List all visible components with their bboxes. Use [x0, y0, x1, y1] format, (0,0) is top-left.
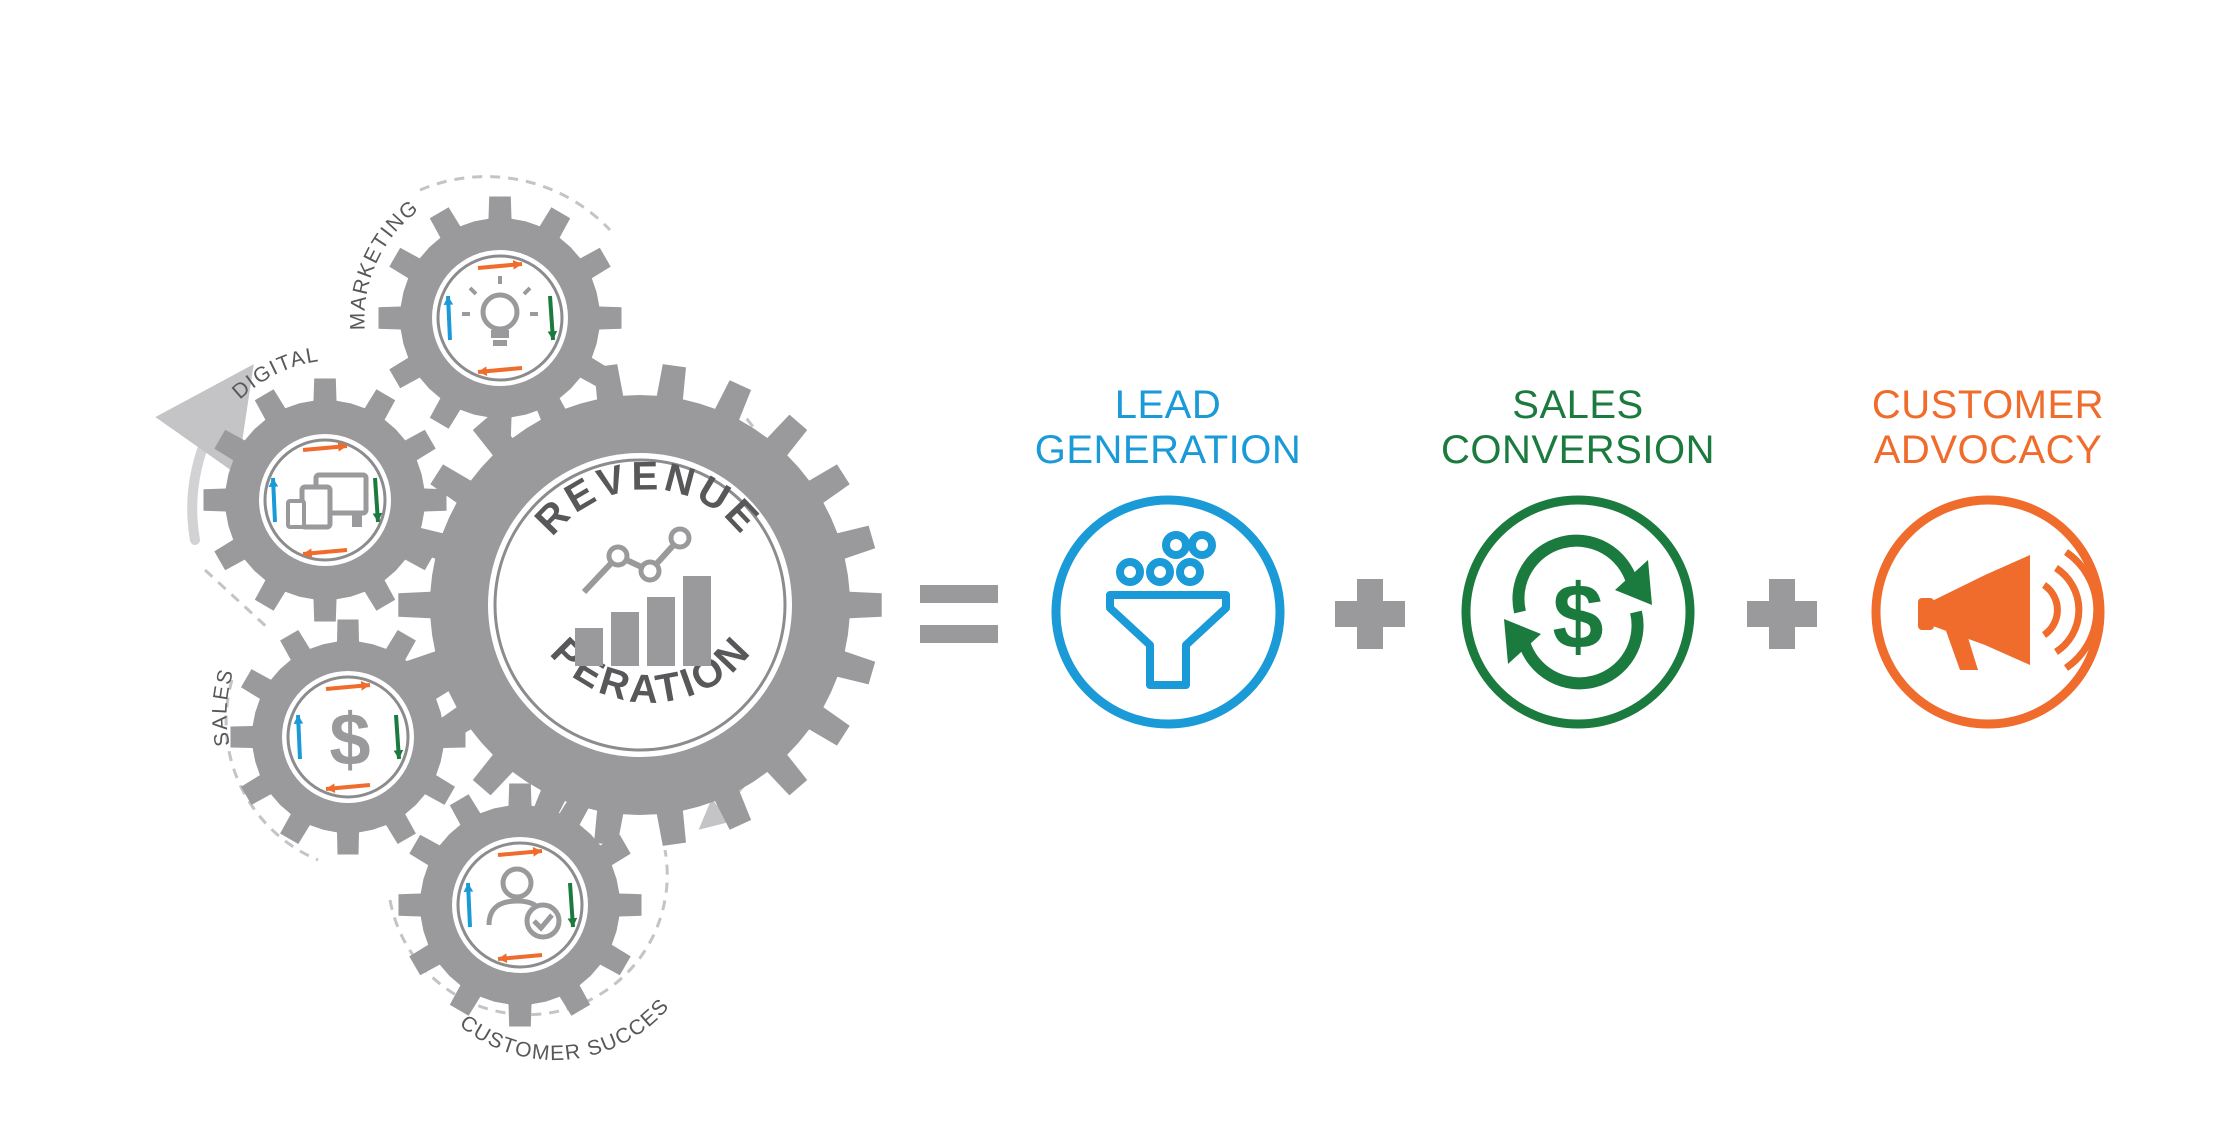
- cycle-arrow-bottom-head: [326, 783, 336, 793]
- gear-digital-inner-ring: [263, 438, 387, 562]
- gear-customer-success-center: [452, 837, 588, 973]
- svg-text:$: $: [1552, 566, 1603, 668]
- gear-revenue-operations: [398, 364, 882, 846]
- plus-sign-2: [1747, 579, 1817, 649]
- cycle-arrow-right-head: [393, 749, 404, 759]
- loop-digital-lower: [203, 568, 272, 632]
- loop-customer-success: [388, 849, 669, 1017]
- dollar-icon: $: [329, 698, 370, 781]
- sales-conversion-line1: SALES: [1512, 383, 1643, 427]
- funnel-icon: [1106, 531, 1230, 689]
- customer-advocacy-line2: ADVOCACY: [1874, 428, 2103, 472]
- capability-sales-conversion: SALES CONVERSION $: [1441, 383, 1715, 729]
- plus-sign-1: [1335, 579, 1405, 649]
- gear-marketing: [378, 196, 622, 440]
- cycle-arrow-left-head: [268, 478, 279, 487]
- megaphone-icon: [1918, 549, 2101, 671]
- line-bar-chart-icon: [575, 526, 711, 666]
- gear-sales-inner-ring: [286, 675, 410, 799]
- lead-generation-line1: LEAD: [1115, 383, 1222, 427]
- cycle-arrow-bottom-head: [478, 366, 488, 376]
- dollar-cycle-icon: $: [1504, 534, 1652, 690]
- gear-sales-center: [282, 671, 414, 803]
- cycle-arrow-top-head: [337, 442, 347, 452]
- gear-customer-success-inner-ring: [456, 841, 584, 969]
- lead-generation-ring: [1051, 495, 1285, 729]
- gear-revenue-operations-inner-ring: [493, 458, 787, 752]
- gear-sales: [230, 619, 466, 855]
- cycle-arrow-right-head: [547, 330, 558, 340]
- cycle-arrow-right-head: [372, 512, 383, 522]
- lightbulb-icon: [462, 276, 538, 346]
- loop-digital: [155, 364, 254, 545]
- cycle-arrow-top-head: [512, 260, 522, 270]
- customer-advocacy-line1: CUSTOMER: [1872, 383, 2104, 427]
- capability-customer-advocacy: CUSTOMER ADVOCACY: [1871, 383, 2105, 729]
- gear-marketing-inner-ring: [436, 254, 564, 382]
- user-check-icon: [486, 866, 562, 940]
- cycle-arrow-right-head: [567, 917, 578, 927]
- devices-icon: [286, 472, 369, 530]
- gear-marketing-center: [432, 250, 568, 386]
- cycle-arrow-top-head: [532, 847, 542, 857]
- cycle-arrow-top-head: [360, 681, 370, 691]
- cycle-arrow-left-head: [443, 296, 454, 305]
- cycle-arrow-bottom-head: [303, 548, 313, 558]
- lead-generation-line2: GENERATION: [1035, 428, 1302, 472]
- loop-sales: [224, 679, 319, 862]
- connector-loops: [155, 175, 813, 1017]
- gear-revenue-operations-center: [488, 453, 792, 757]
- sales-conversion-line2: CONVERSION: [1441, 428, 1715, 472]
- cycle-arrow-left-head: [293, 715, 304, 724]
- cycle-arrow-bottom-head: [498, 953, 508, 963]
- loop-marketing: [419, 175, 612, 232]
- capability-lead-generation: LEAD GENERATION: [1035, 383, 1302, 729]
- gear-customer-success: [398, 783, 642, 1027]
- cycle-arrows: [268, 260, 578, 963]
- equals-sign: [920, 585, 998, 643]
- sales-conversion-ring: [1461, 495, 1695, 729]
- cycle-arrow-left-head: [463, 883, 474, 892]
